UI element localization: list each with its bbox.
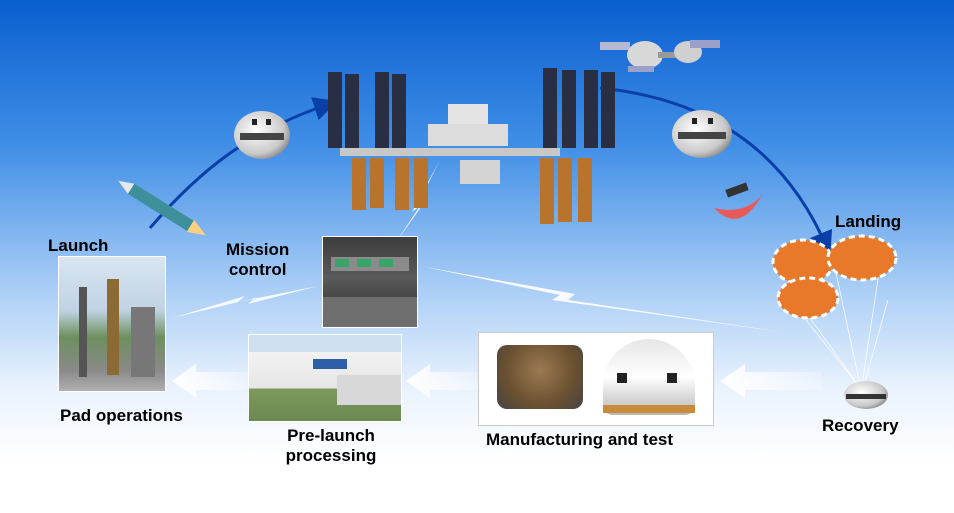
processing-facility-image (248, 334, 402, 422)
parachute-icon (771, 234, 898, 409)
label-recovery: Recovery (822, 416, 899, 435)
label-landing: Landing (835, 212, 902, 231)
label-mission-control-text: Mission control (226, 240, 290, 279)
label-pad-operations: Pad operations (60, 406, 183, 425)
heat-shield-icon (714, 182, 762, 219)
space-station-icon (328, 68, 615, 224)
flight-arc-return (599, 86, 833, 256)
rocket-icon (118, 180, 206, 236)
arrow-prelaunch-to-pad (172, 364, 250, 398)
label-mission-control: Mission control (226, 240, 289, 280)
arrow-manufacturing-to-prelaunch (406, 364, 478, 398)
label-launch: Launch (48, 236, 109, 255)
label-pre-launch: Pre-launch processing (276, 426, 386, 466)
label-manufacturing: Manufacturing and test (486, 430, 674, 449)
launch-pad-image (58, 256, 166, 392)
arrow-recovery-to-manufacturing (720, 364, 822, 398)
label-pre-launch-text: Pre-launch processing (285, 426, 377, 465)
lightning-bolt-icon (172, 160, 782, 332)
mission-control-room-image (322, 236, 418, 328)
capsule-hardware-image (478, 332, 714, 426)
capsule-icon (672, 110, 732, 158)
process-arrows (172, 364, 822, 398)
capsule-icon (234, 111, 290, 159)
space-station-icon (600, 40, 720, 72)
